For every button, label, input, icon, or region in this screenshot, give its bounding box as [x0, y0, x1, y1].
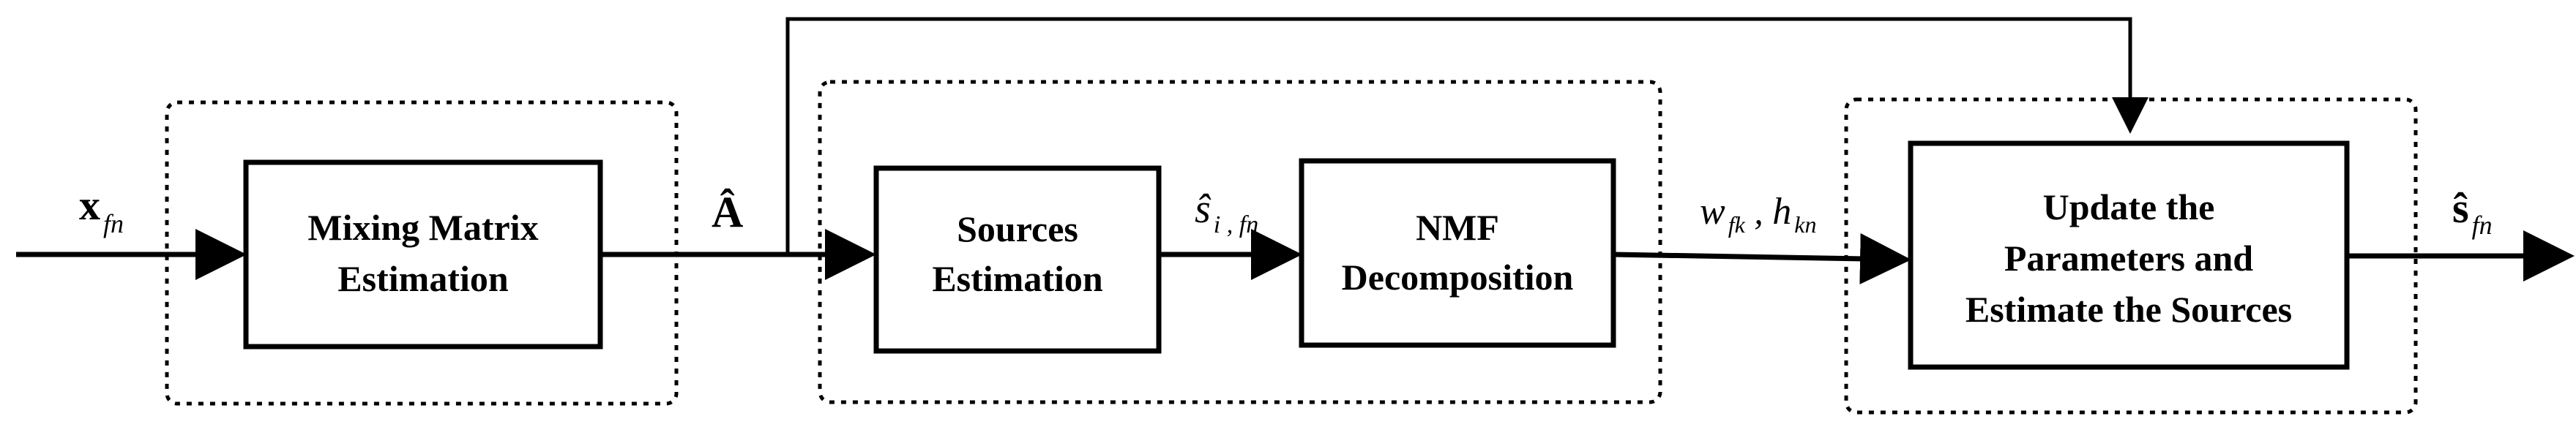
- update-block-line2: Parameters and: [2004, 238, 2253, 279]
- sources-estimation-block: Sources Estimation: [873, 165, 1162, 354]
- feedback-path: [785, 17, 2148, 254]
- mixing-matrix-block: Mixing Matrix Estimation: [243, 159, 603, 350]
- mixing-matrix-signal-label: Â: [712, 188, 743, 236]
- nmf-block-line2: Decomposition: [1342, 257, 1574, 298]
- group-outline-estimation: [818, 80, 1662, 404]
- sources-block-line2: Estimation: [932, 258, 1103, 299]
- sources-block-line1: Sources: [957, 208, 1078, 249]
- mixing-block-line2: Estimation: [337, 258, 509, 299]
- update-block-line1: Update the: [2043, 186, 2215, 227]
- update-block-line3: Estimate the Sources: [1965, 289, 2292, 330]
- nmf-block-line1: NMF: [1416, 207, 1499, 248]
- nmf-to-update-arrow: [1613, 233, 1911, 284]
- mixing-block-line1: Mixing Matrix: [307, 207, 538, 248]
- update-parameters-block: Update the Parameters and Estimate the S…: [1908, 140, 2350, 370]
- nmf-decomposition-block: NMF Decomposition: [1299, 158, 1616, 348]
